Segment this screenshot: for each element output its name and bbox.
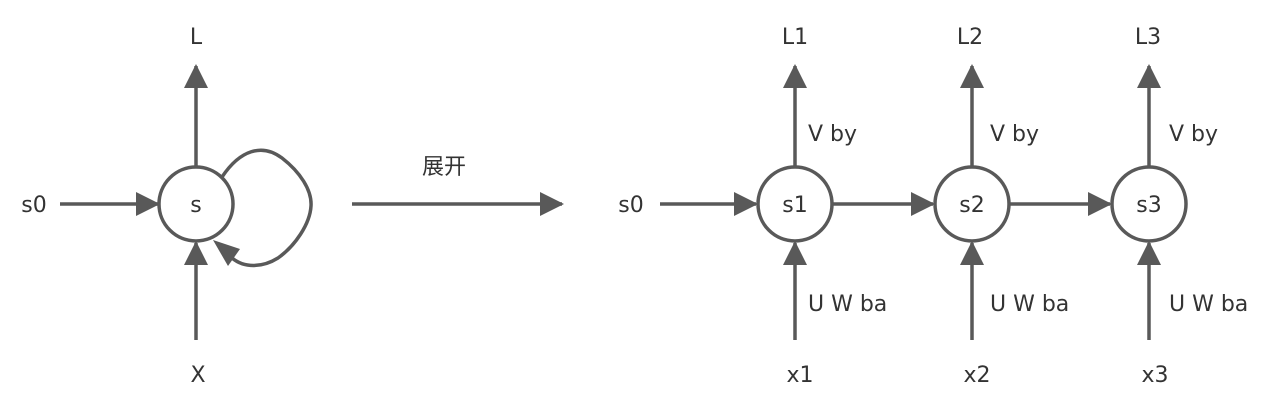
folded-output-label: L (190, 25, 203, 50)
step-1-node (756, 165, 834, 243)
unrolled-input-label: s0 (618, 193, 643, 218)
step-2-in-weight-label: U W ba (990, 292, 1069, 317)
step-1-input-label: x1 (786, 363, 813, 388)
step-2-out-weight-label: V by (990, 122, 1039, 147)
folded-self-loop (220, 148, 313, 268)
folded-rnn: s s0 L X (21, 25, 313, 388)
unfold-label: 展开 (422, 155, 466, 180)
unfold-transition: 展开 (352, 155, 564, 216)
step-3-node (1110, 165, 1188, 243)
unrolled-rnn: s0 s1 L1 V by U W ba x1 s2 L2 V by U W b… (618, 25, 1248, 388)
folded-input-label: s0 (21, 193, 46, 218)
step-2-input-label: x2 (963, 363, 990, 388)
step-1-node-label: s1 (782, 193, 807, 218)
step-3: s3 L3 V by U W ba x3 (1110, 25, 1248, 388)
step-2-node (933, 165, 1011, 243)
step-3-in-weight-label: U W ba (1169, 292, 1248, 317)
step-3-input-label: x3 (1141, 363, 1168, 388)
step-2: s2 L2 V by U W ba x2 (933, 25, 1069, 388)
folded-node (157, 165, 235, 243)
folded-x-label: X (190, 363, 205, 388)
step-1-out-weight-label: V by (808, 122, 857, 147)
step-1-output-label: L1 (782, 25, 808, 50)
step-1: s1 L1 V by U W ba x1 (756, 25, 887, 388)
step-2-output-label: L2 (957, 25, 983, 50)
step-2-node-label: s2 (959, 193, 984, 218)
folded-node-label: s (190, 193, 201, 218)
self-loop-arrowhead (213, 240, 240, 266)
step-3-node-label: s3 (1136, 193, 1161, 218)
step-1-in-weight-label: U W ba (808, 292, 887, 317)
step-3-out-weight-label: V by (1169, 122, 1218, 147)
step-3-output-label: L3 (1135, 25, 1161, 50)
